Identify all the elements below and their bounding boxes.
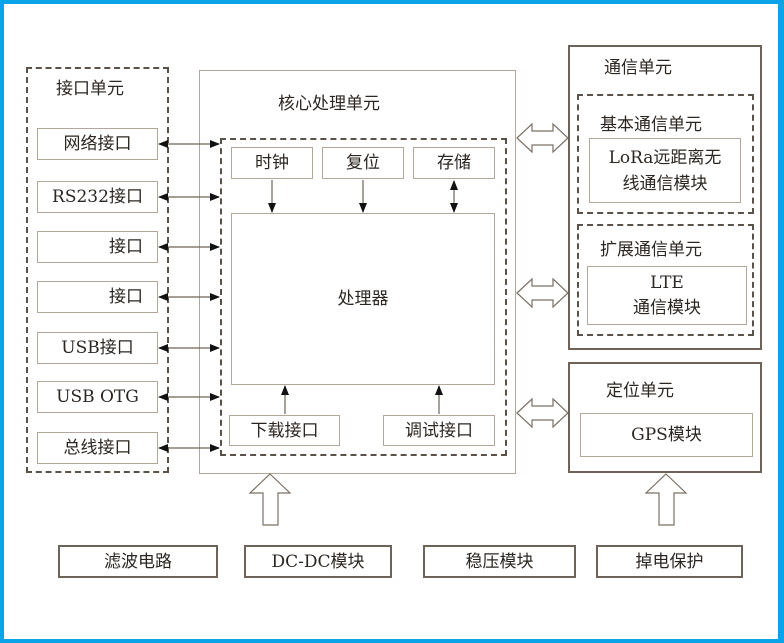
- interface-item-bus: 总线接口: [37, 432, 158, 464]
- positioning-unit-title: 定位单元: [606, 381, 674, 401]
- debug-port-block: 调试接口: [383, 415, 495, 446]
- clock-block: 时钟: [231, 147, 313, 179]
- lte-module-line1: LTE: [650, 272, 684, 293]
- basic-comm-unit: [577, 94, 754, 214]
- basic-comm-title: 基本通信单元: [600, 115, 702, 135]
- interface-unit: [26, 67, 169, 473]
- power-block-filter: 滤波电路: [58, 545, 218, 578]
- lora-module-line1: LoRa远距离无: [608, 147, 722, 168]
- extended-comm-title: 扩展通信单元: [600, 240, 702, 260]
- comm-unit-title: 通信单元: [604, 58, 672, 78]
- diagram-canvas: [4, 4, 778, 639]
- interface-item-usb-otg: USB OTG: [37, 381, 158, 413]
- lte-module-line2: 通信模块: [633, 297, 701, 318]
- core-inner-group: [220, 138, 507, 456]
- power-block-dcdc: DC-DC模块: [244, 545, 392, 578]
- comm-unit: [568, 45, 762, 350]
- power-block-regulator: 稳压模块: [423, 545, 576, 578]
- extended-comm-unit: [577, 224, 754, 336]
- interface-unit-title: 接口单元: [56, 79, 124, 99]
- gps-module: GPS模块: [580, 413, 753, 457]
- interface-item-port-a: 接口: [37, 231, 158, 263]
- interface-item-rs232: RS232接口: [37, 181, 158, 213]
- lora-module: LoRa远距离无 线通信模块: [589, 138, 741, 203]
- core-unit: [199, 70, 516, 474]
- power-block-power-fail: 掉电保护: [596, 545, 743, 578]
- positioning-unit: [568, 362, 762, 473]
- storage-block: 存储: [413, 147, 495, 179]
- lte-module: LTE 通信模块: [587, 266, 747, 325]
- interface-item-port-b: 接口: [37, 281, 158, 313]
- download-port-block: 下载接口: [229, 415, 340, 446]
- interface-item-network: 网络接口: [37, 128, 158, 160]
- core-unit-title: 核心处理单元: [278, 94, 380, 114]
- processor-block: 处理器: [231, 213, 495, 385]
- lora-module-line2: 线通信模块: [622, 173, 708, 194]
- interface-item-usb: USB接口: [37, 332, 158, 364]
- reset-block: 复位: [322, 147, 404, 179]
